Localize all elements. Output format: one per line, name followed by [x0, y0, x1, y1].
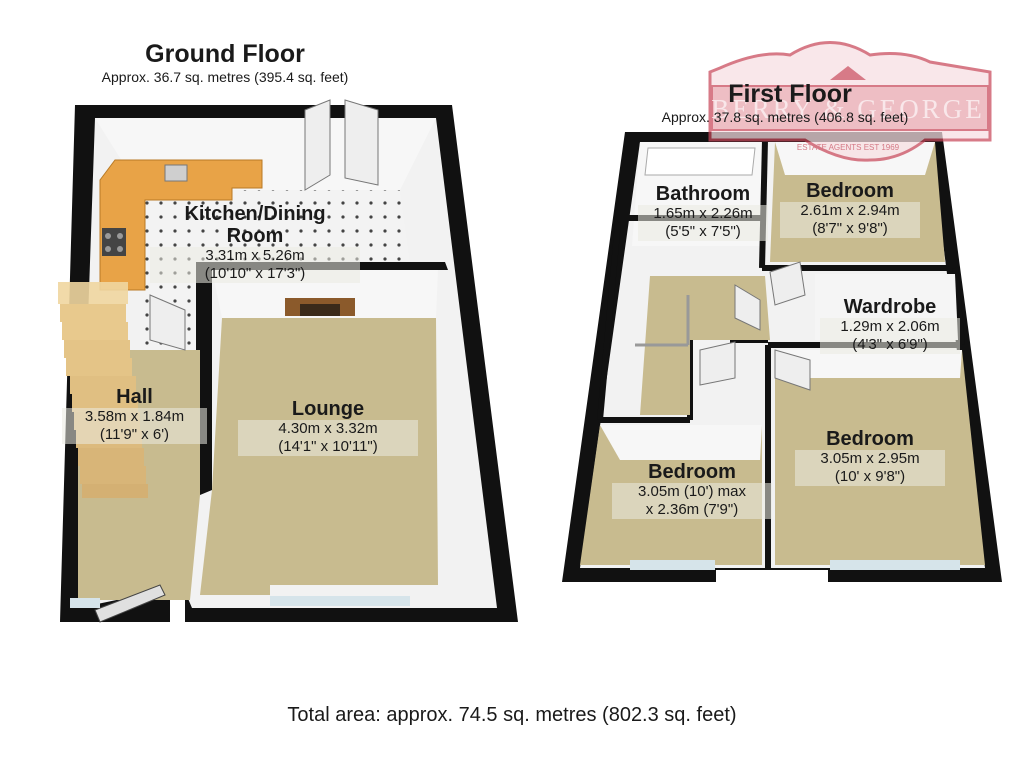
room-label-bedroom-bottom-left: Bedroom 3.05m (10') max x 2.36m (7'9") [612, 461, 772, 519]
room-label-bedroom-top-right: Bedroom 2.61m x 2.94m (8'7" x 9'8") [780, 180, 920, 238]
first-floor-window-left [630, 560, 715, 570]
kitchen-floor [140, 190, 410, 350]
room-dimensions-metric: 3.58m x 1.84m [62, 408, 207, 426]
lounge-floor [200, 318, 438, 595]
room-label-bathroom: Bathroom 1.65m x 2.26m (5'5" x 7'5") [638, 183, 768, 241]
room-dimensions-imperial: (10' x 9'8") [795, 468, 945, 486]
room-name-line2: Room [226, 225, 284, 247]
room-dimensions-metric: 3.05m (10') max [612, 483, 772, 501]
lounge-window [270, 596, 410, 606]
ground-floor-area: Approx. 36.7 sq. metres (395.4 sq. feet) [101, 69, 349, 85]
room-name: Kitchen/Dining [184, 203, 326, 225]
room-dimensions-imperial: (5'5" x 7'5") [638, 223, 768, 241]
french-doors [304, 99, 379, 191]
total-area: Total area: approx. 74.5 sq. metres (802… [287, 704, 737, 726]
sink [164, 164, 188, 182]
front-door [94, 584, 166, 623]
watermark-logo-subtext: ESTATE AGENTS EST 1969 [797, 143, 900, 152]
hob [102, 228, 126, 256]
room-dimensions-metric: 1.29m x 2.06m [820, 318, 960, 336]
room-label-hall: Hall 3.58m x 1.84m (11'9" x 6') [62, 386, 207, 444]
room-name: Lounge [291, 398, 365, 420]
room-name: Bedroom [648, 461, 736, 483]
hall-door [149, 294, 186, 351]
watermark-logo-text: BERRY & GEORGE [711, 94, 985, 124]
first-floor-area: Approx. 37.8 sq. metres (406.8 sq. feet) [661, 109, 909, 125]
watermark-logo: BERRY & GEORGE ESTATE AGENTS EST 1969 [708, 41, 992, 162]
room-name: Bedroom [826, 428, 914, 450]
room-dimensions-metric: 4.30m x 3.32m [238, 420, 418, 438]
first-floor-doors [699, 341, 736, 386]
kitchen-counter [99, 159, 263, 291]
room-dimensions-metric: 3.05m x 2.95m [795, 450, 945, 468]
room-dimensions-metric: 3.31m x 5.26m [150, 247, 360, 265]
room-name: Bedroom [806, 180, 894, 202]
room-dimensions-imperial: (10'10" x 17'3") [150, 265, 360, 283]
room-label-bedroom-bottom-right: Bedroom 3.05m x 2.95m (10' x 9'8") [795, 428, 945, 486]
hall-window [70, 598, 100, 608]
room-label-kitchen: Kitchen/Dining Room 3.31m x 5.26m (10'10… [150, 203, 360, 283]
room-dimensions-metric: 1.65m x 2.26m [638, 205, 768, 223]
bathroom-fixtures [644, 147, 756, 176]
room-name: Bathroom [655, 183, 751, 205]
ground-floor-plan [58, 99, 518, 623]
room-dimensions-imperial: (8'7" x 9'8") [780, 220, 920, 238]
room-label-lounge: Lounge 4.30m x 3.32m (14'1" x 10'11") [238, 398, 418, 456]
first-floor-window-right [830, 560, 960, 570]
room-name: Hall [116, 386, 153, 408]
ground-floor-title: Ground Floor [145, 40, 305, 68]
room-name: Wardrobe [843, 296, 937, 318]
room-dimensions-metric: 2.61m x 2.94m [780, 202, 920, 220]
room-dimensions-imperial: (14'1" x 10'11") [238, 438, 418, 456]
room-dimensions-imperial: (11'9" x 6') [62, 426, 207, 444]
first-floor-title: First Floor [728, 80, 852, 108]
room-dimensions-imperial: (4'3" x 6'9") [820, 336, 960, 354]
room-dimensions-imperial: x 2.36m (7'9") [612, 501, 772, 519]
room-label-wardrobe: Wardrobe 1.29m x 2.06m (4'3" x 6'9") [820, 296, 960, 354]
